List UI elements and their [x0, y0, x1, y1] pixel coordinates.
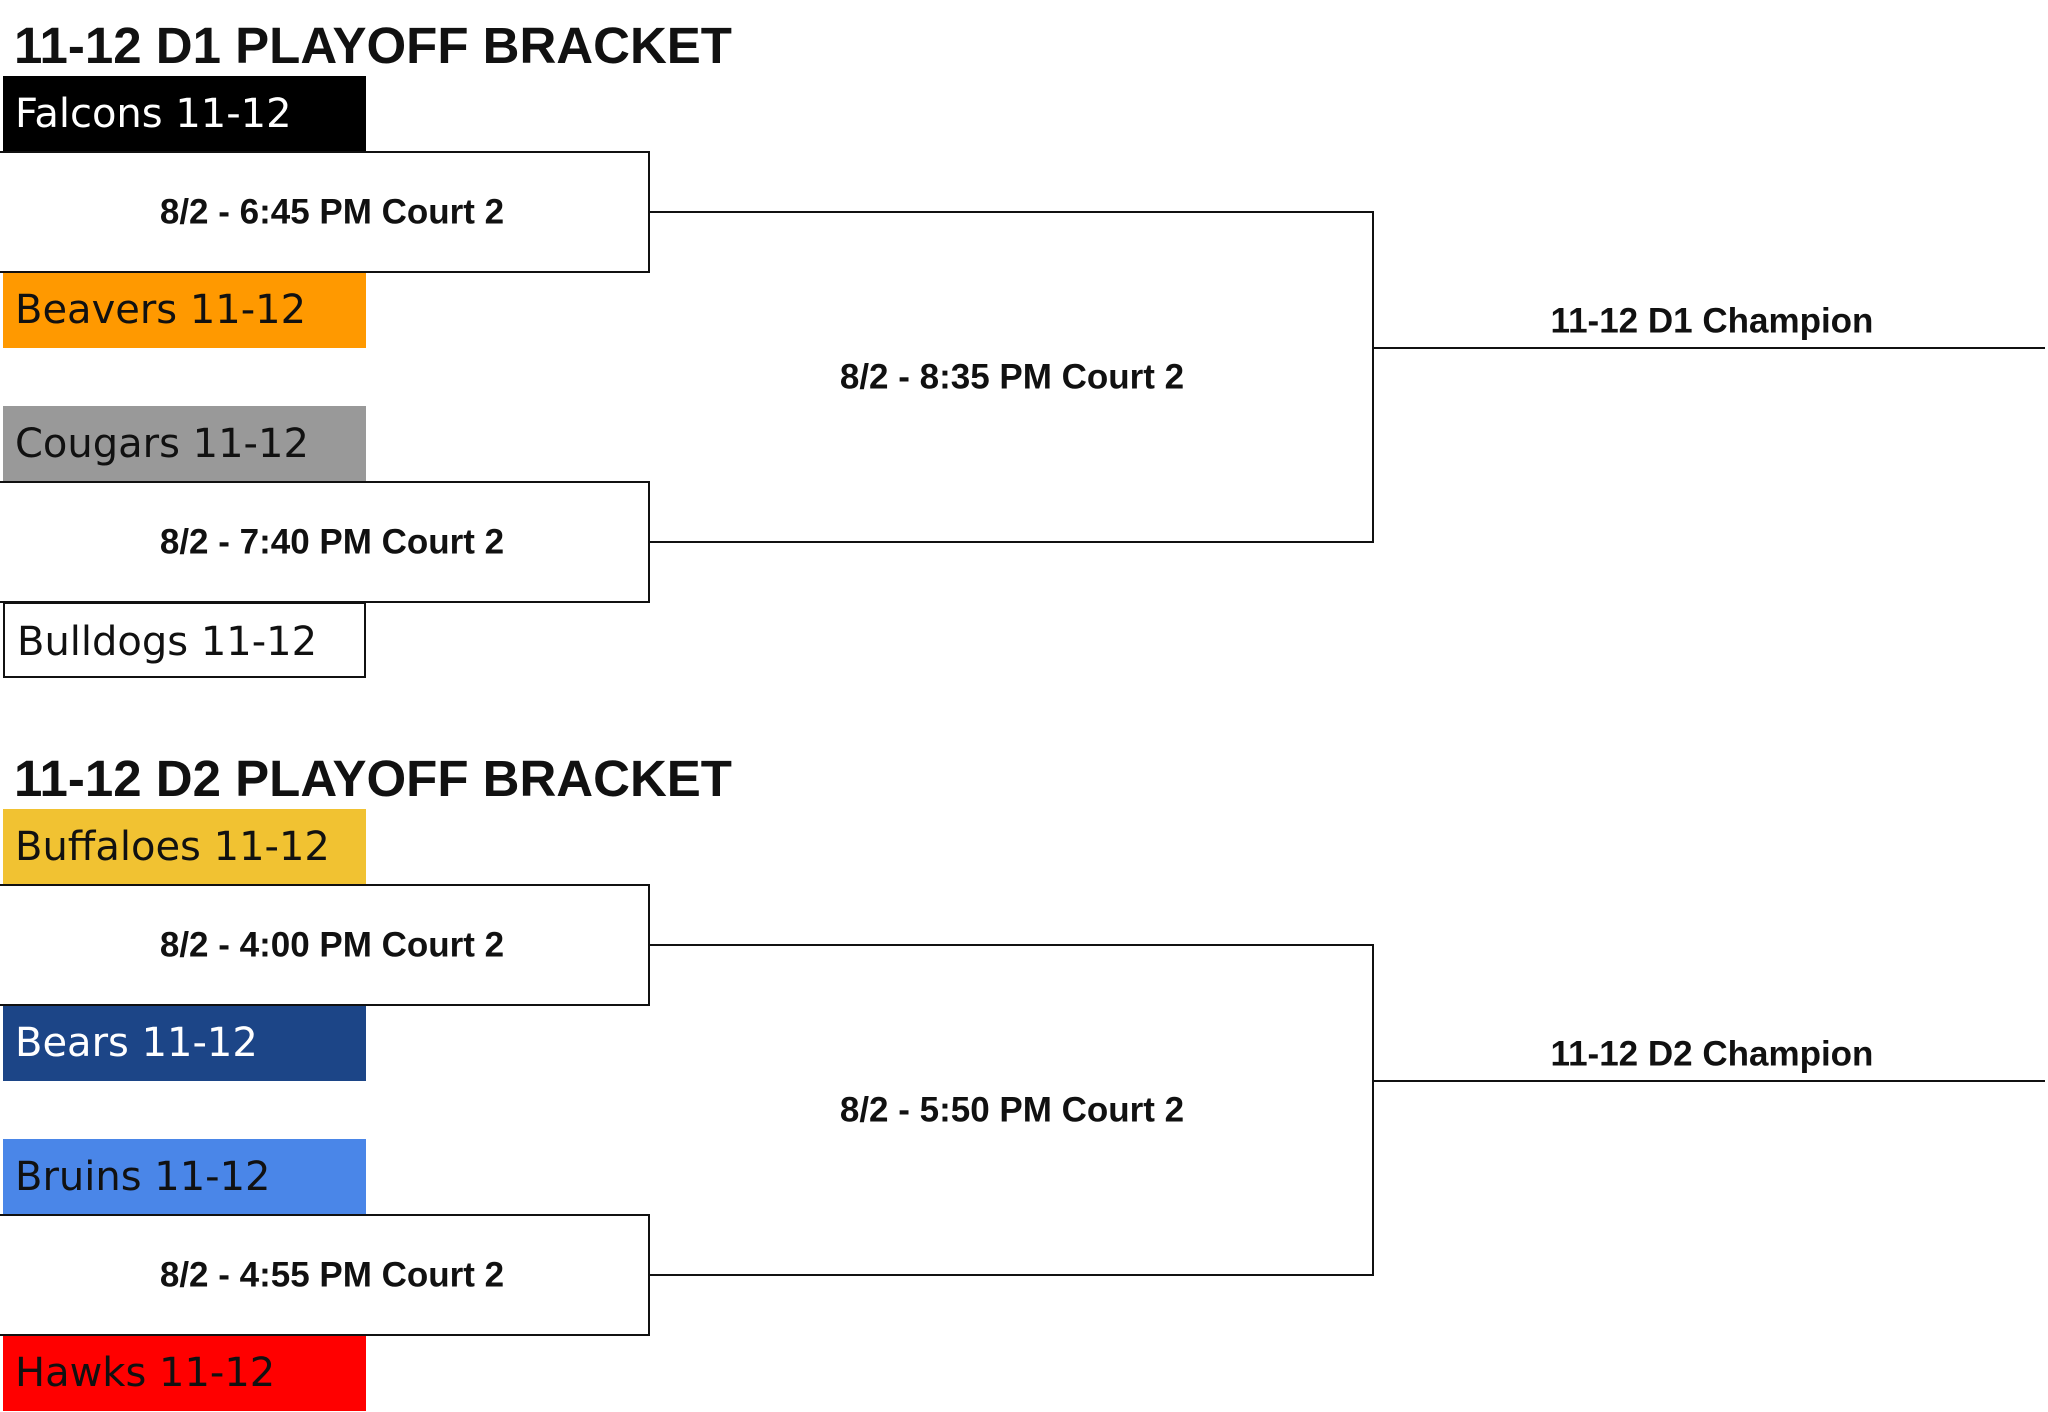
d1-champion-label: 11-12 D1 Champion [1550, 301, 1874, 341]
d1-final-time: 8/2 - 8:35 PM Court 2 [839, 357, 1185, 397]
d2-team-2: Bears 11-12 [3, 1005, 366, 1081]
d2-semi1-time: 8/2 - 4:00 PM Court 2 [159, 925, 505, 965]
d2-team-3: Bruins 11-12 [3, 1139, 366, 1215]
d2-final-right-line [1372, 944, 1374, 1276]
d1-semi2-bottom-line [0, 601, 649, 603]
d2-semi1-bottom-line [0, 1004, 649, 1006]
d2-final-bottom-line [649, 1274, 1373, 1276]
d2-champion-line [1373, 1080, 2045, 1082]
d1-semi1-time: 8/2 - 6:45 PM Court 2 [159, 192, 505, 232]
d1-team-1: Falcons 11-12 [3, 76, 366, 152]
d1-team-4: Bulldogs 11-12 [3, 602, 366, 678]
d2-team-4: Hawks 11-12 [3, 1335, 366, 1411]
d1-champion-line [1373, 347, 2045, 349]
d1-team-2: Beavers 11-12 [3, 272, 366, 348]
d2-team-1: Buffaloes 11-12 [3, 809, 366, 885]
d2-champion-label: 11-12 D2 Champion [1550, 1034, 1874, 1074]
d1-final-right-line [1372, 211, 1374, 543]
d1-semi2-time: 8/2 - 7:40 PM Court 2 [159, 522, 505, 562]
d1-semi2-top-line [0, 481, 649, 483]
d2-bracket-title: 11-12 D2 PLAYOFF BRACKET [14, 750, 732, 807]
d2-semi2-top-line [0, 1214, 649, 1216]
d2-final-time: 8/2 - 5:50 PM Court 2 [839, 1090, 1185, 1130]
d1-semi1-bottom-line [0, 271, 649, 273]
d1-semi1-top-line [0, 151, 649, 153]
d1-final-bottom-line [649, 541, 1373, 543]
d2-semi2-bottom-line [0, 1334, 649, 1336]
d2-semi1-top-line [0, 884, 649, 886]
d2-final-top-line [649, 944, 1373, 946]
d1-final-top-line [649, 211, 1373, 213]
d1-bracket-title: 11-12 D1 PLAYOFF BRACKET [14, 17, 732, 74]
d1-team-3: Cougars 11-12 [3, 406, 366, 482]
d2-semi2-time: 8/2 - 4:55 PM Court 2 [159, 1255, 505, 1295]
